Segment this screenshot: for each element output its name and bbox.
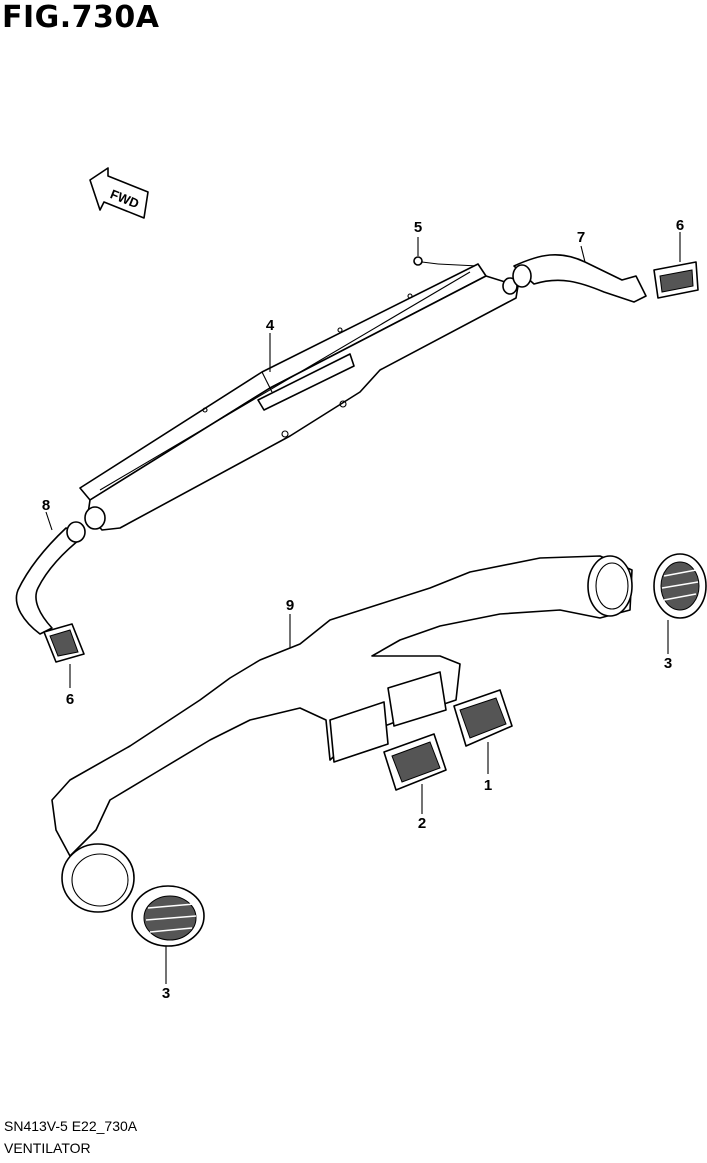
part-7-right-hose <box>512 253 647 303</box>
leader-lines <box>45 232 681 984</box>
part-3-right-round-vent <box>653 553 707 619</box>
callout-9: 9 <box>286 597 294 614</box>
part-9-main-duct <box>51 555 633 913</box>
callout-6-left: 6 <box>66 691 74 708</box>
callout-3-left: 3 <box>162 985 170 1002</box>
part-6-left-outlet <box>43 623 85 663</box>
part-4-upper-duct <box>79 263 519 531</box>
part-3-left-round-vent <box>131 885 205 947</box>
callout-4: 4 <box>266 317 275 334</box>
callout-7: 7 <box>577 229 585 246</box>
callout-5: 5 <box>414 219 422 236</box>
fwd-arrow-icon: FWD <box>89 167 149 219</box>
part-5-screw <box>413 256 479 267</box>
part-8-left-hose <box>15 521 86 635</box>
callout-2: 2 <box>418 815 426 832</box>
callout-3-right: 3 <box>664 655 672 672</box>
part-2-center-vent <box>383 733 447 791</box>
callout-1: 1 <box>484 777 492 794</box>
footer-code: SN413V-5 E22_730A <box>4 1118 138 1134</box>
figure-title: FIG.730A <box>2 0 160 35</box>
callout-6-right: 6 <box>676 217 684 234</box>
part-1-center-vent <box>453 689 513 747</box>
footer-name: VENTILATOR <box>4 1140 91 1156</box>
callout-8: 8 <box>42 497 50 514</box>
part-6-right-outlet <box>653 261 699 299</box>
